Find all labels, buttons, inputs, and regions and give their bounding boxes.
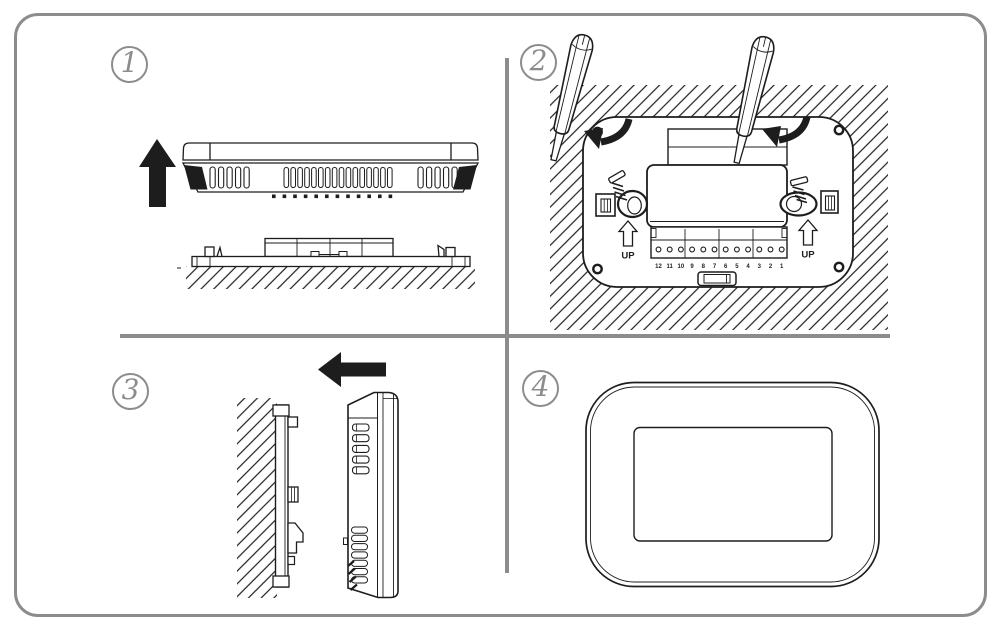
svg-text:11: 11 [667,264,674,270]
terminal-block [650,226,788,259]
up-arrow-outline-left: UP [617,220,639,262]
svg-text:4: 4 [746,264,750,270]
side-clip-left [595,193,616,217]
step-number-4: 4 [522,370,559,407]
svg-text:7: 7 [713,264,717,270]
horizontal-divider [120,334,890,338]
figure-border-frame [14,13,987,617]
svg-text:8: 8 [702,264,706,270]
step-number-1: 1 [111,46,148,83]
svg-text:UP: UP [801,250,815,261]
display-screen [633,426,833,542]
side-clip-right [820,190,839,214]
step-number-2: 2 [520,44,557,81]
panel1-remove-housing [139,139,480,289]
svg-text:10: 10 [678,264,685,270]
screw-left [608,170,628,201]
housing-profile [343,391,399,599]
svg-text:6: 6 [724,264,728,270]
panel2-mount-wallplate: 12 11 10 9 8 7 6 5 4 3 2 1 [542,31,888,330]
thermostat-front-view [585,381,880,588]
up-arrow-icon [139,139,176,207]
keyhole-slot-left [616,189,649,219]
svg-text:1: 1 [780,264,784,270]
svg-text:5: 5 [735,264,739,270]
svg-text:9: 9 [690,264,694,270]
svg-text:2: 2 [769,264,773,270]
svg-text:UP: UP [621,251,635,262]
panel3-attach-housing [237,352,399,599]
terminal-numbers: 12 11 10 9 8 7 6 5 4 3 2 1 [655,264,784,270]
rotate-arrow-icon-left [584,118,633,149]
vertical-divider [505,58,509,573]
wall-hatch [237,398,277,598]
step-number-3: 3 [112,373,149,410]
rotate-arrow-icon-right [762,116,811,147]
panel4-finished-view [585,381,880,588]
svg-text:12: 12 [655,264,662,270]
left-arrow-icon [318,352,386,387]
slide-switch [697,271,737,287]
wall-plate-profile [272,404,304,588]
wall-plate-side-view [177,237,475,289]
up-arrow-outline-right: UP [797,219,819,261]
thermostat-bottom-view [181,142,480,199]
screw-right [789,176,809,204]
svg-text:3: 3 [758,264,762,270]
